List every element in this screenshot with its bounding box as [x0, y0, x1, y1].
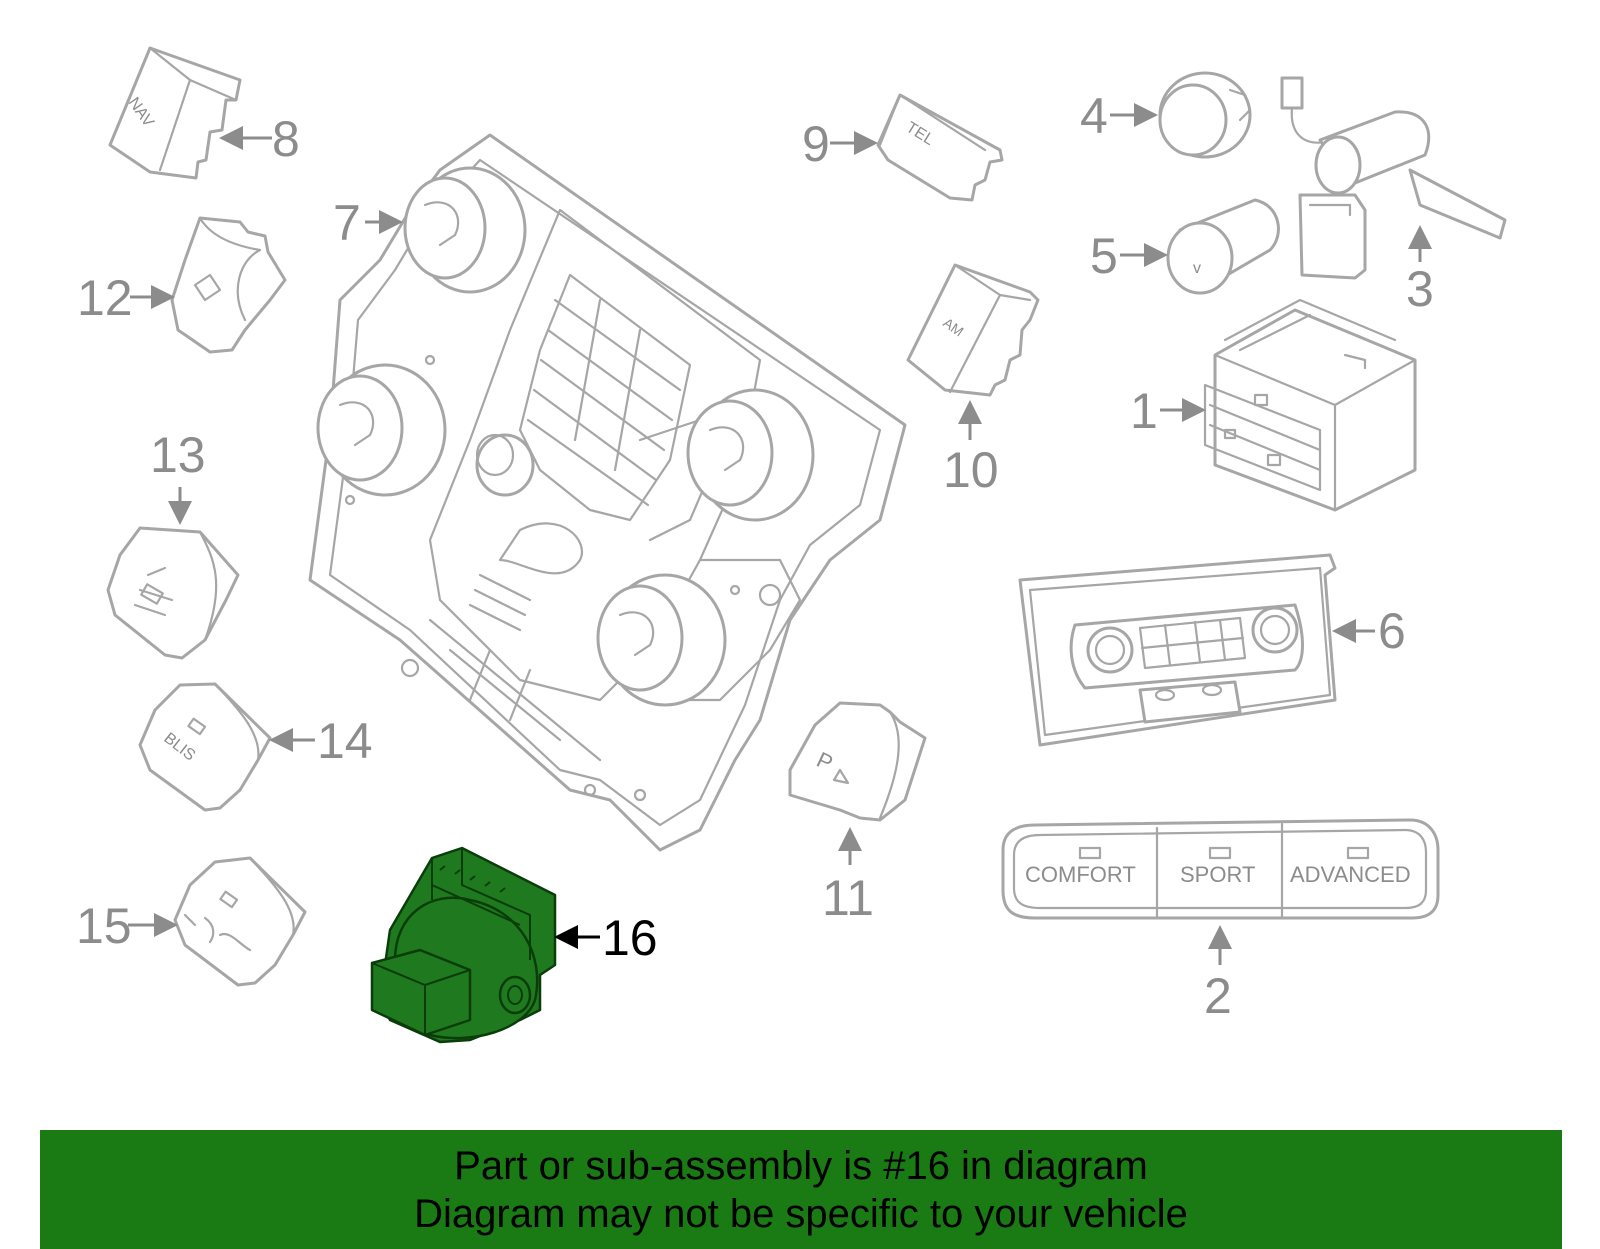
callout-3: 3	[1406, 261, 1434, 317]
part-7-control-panel	[308, 133, 907, 852]
diagram-notice-banner: Part or sub-assembly is #16 in diagram D…	[40, 1130, 1562, 1249]
callout-arrows	[128, 103, 1432, 965]
banner-line-2: Diagram may not be specific to your vehi…	[414, 1191, 1188, 1236]
part-4-knob	[1158, 71, 1252, 159]
part-2-drive-mode-panel: COMFORT SPORT ADVANCED	[1001, 818, 1440, 920]
panel-knob-top-left	[403, 166, 527, 294]
callout-2: 2	[1204, 968, 1232, 1024]
part-13-button	[106, 526, 240, 660]
part-1-module	[1203, 298, 1417, 512]
sport-label: SPORT	[1180, 862, 1255, 887]
callout-10: 10	[943, 442, 999, 498]
part-14-blis-button: BLIS	[138, 682, 272, 812]
callout-12: 12	[77, 270, 133, 326]
callout-4: 4	[1080, 88, 1108, 144]
part-5-knob: v	[1166, 198, 1280, 295]
callout-13: 13	[150, 427, 206, 483]
panel-knob-mid-left	[316, 363, 447, 497]
panel-knob-right	[686, 388, 815, 522]
callout-numbers: 1 2 3 4 5 6 7 8 9 10 11 12 13 14 15 16	[76, 88, 1434, 1024]
callout-8: 8	[272, 111, 300, 167]
callout-5: 5	[1090, 228, 1118, 284]
callout-6: 6	[1378, 603, 1406, 659]
panel-small-knob	[475, 433, 535, 497]
part-3-sensor	[1280, 76, 1507, 280]
banner-line-1: Part or sub-assembly is #16 in diagram	[454, 1143, 1148, 1188]
svg-text:v: v	[1193, 260, 1201, 277]
advanced-label: ADVANCED	[1290, 862, 1411, 887]
part-16-switch	[370, 846, 557, 1044]
callout-9: 9	[802, 116, 830, 172]
callout-15: 15	[76, 898, 132, 954]
comfort-label: COMFORT	[1025, 862, 1136, 887]
part-8-nav-button: NAV	[108, 46, 242, 180]
callout-14: 14	[317, 713, 373, 769]
part-11-park-assist-button: P	[788, 701, 927, 822]
callout-16: 16	[602, 910, 658, 966]
part-9-tel-button: TEL	[876, 93, 1004, 202]
panel-knob-bottom	[596, 573, 727, 707]
callout-7: 7	[333, 195, 361, 251]
part-12-seat-button	[170, 216, 287, 354]
part-6-trim-panel	[1018, 553, 1337, 747]
part-10-am-button: AM	[906, 263, 1040, 397]
callout-1: 1	[1130, 383, 1158, 439]
part-15-button	[173, 856, 307, 987]
callout-11: 11	[822, 870, 874, 926]
